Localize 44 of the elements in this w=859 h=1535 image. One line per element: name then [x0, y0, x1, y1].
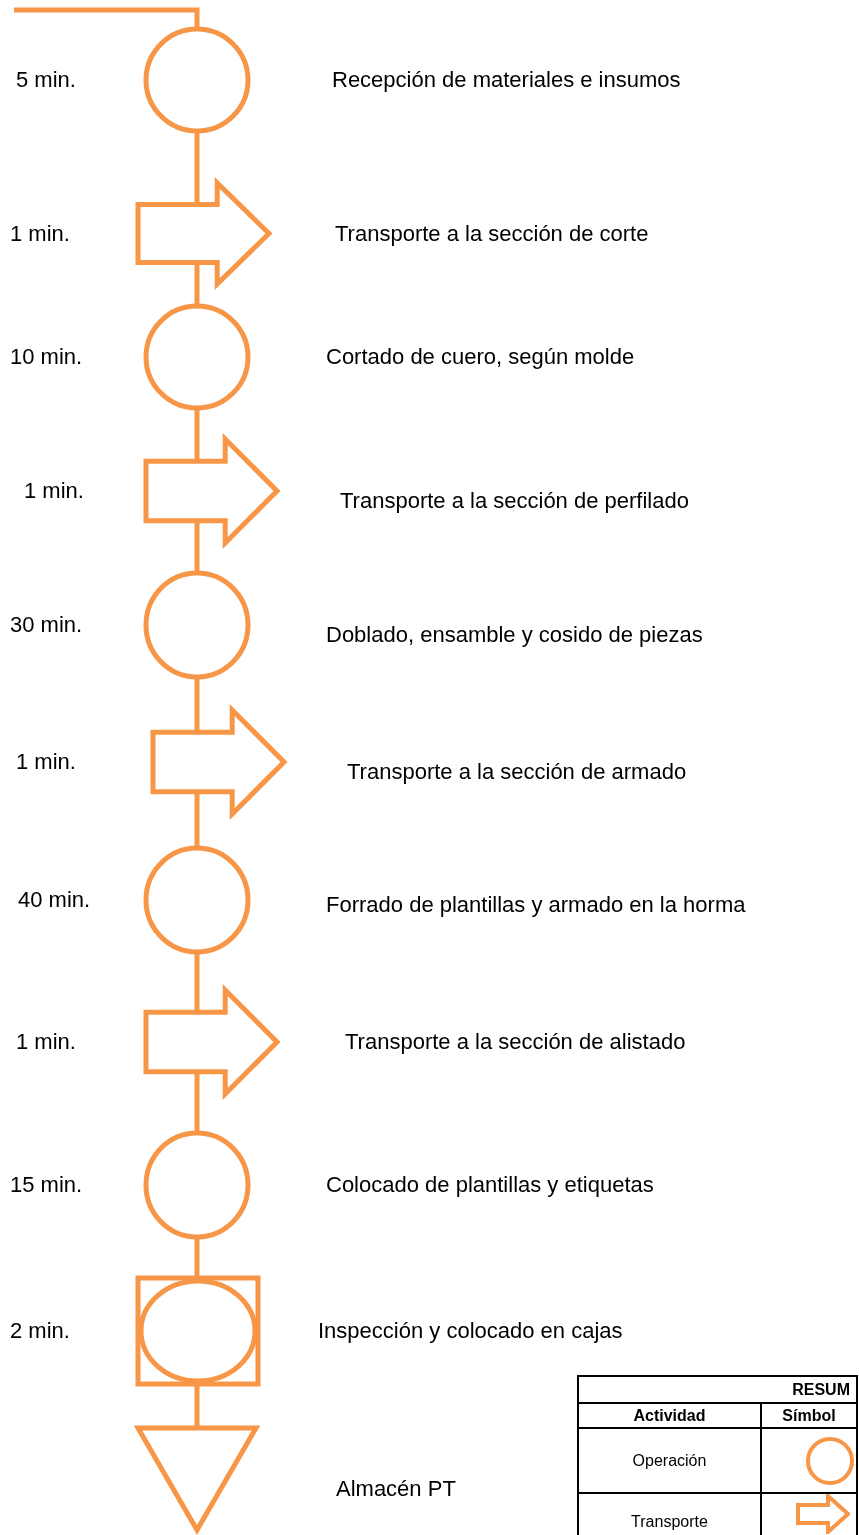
duration-label: 1 min.: [10, 220, 70, 247]
step-description: Cortado de cuero, según molde: [326, 344, 635, 370]
connector-line: [194, 1384, 200, 1428]
duration-label: 1 min.: [24, 478, 84, 504]
step-description: Forrado de plantillas y armado en la horma: [326, 892, 746, 918]
connector-line: [194, 952, 200, 1013]
connector-line: [194, 520, 200, 573]
duration-label: 30 min.: [10, 612, 83, 638]
operation-circle: [143, 303, 251, 411]
connector-line: [194, 408, 200, 462]
transport-symbol: [135, 180, 272, 287]
connector-line: [194, 677, 200, 733]
operation-circle: [143, 1130, 251, 1240]
connector-line: [194, 262, 200, 306]
transport-symbol: [143, 436, 280, 546]
duration-label: 1 min.: [16, 749, 76, 775]
duration-label: 1 min.: [16, 1029, 76, 1055]
step-description: Inspección y colocado en cajas: [318, 1318, 623, 1344]
table-cell: RESUM: [577, 1375, 858, 1404]
step-description: Transporte a la sección de perfilado: [340, 488, 689, 514]
step-description: Doblado, ensamble y cosido de piezas: [326, 622, 703, 648]
step-description: Almacén PT: [336, 1476, 456, 1502]
connector-line: [194, 791, 200, 848]
duration-label: 40 min.: [18, 887, 91, 913]
transport-symbol: [150, 707, 287, 817]
operation-circle: [143, 26, 251, 134]
storage-triangle: [135, 1425, 259, 1533]
step-description: Transporte a la sección de corte: [335, 220, 649, 247]
operation-circle: [143, 570, 251, 680]
connector-line: [194, 1237, 200, 1278]
step-description: Transporte a la sección de armado: [347, 759, 687, 785]
duration-label: 10 min.: [10, 344, 83, 370]
step-description: Colocado de plantillas y etiquetas: [326, 1172, 654, 1198]
step-description: Recepción de materiales e insumos: [332, 67, 681, 93]
connector-line: [194, 1071, 200, 1133]
duration-label: 5 min.: [16, 67, 76, 93]
transport-symbol: [143, 987, 280, 1097]
operation-circle: [143, 845, 251, 955]
duration-label: 15 min.: [10, 1172, 83, 1198]
step-description: Transporte a la sección de alistado: [345, 1029, 686, 1055]
connector-line: [194, 131, 200, 205]
inspection-operation-symbol: [135, 1275, 261, 1387]
connector-line: [14, 7, 200, 29]
duration-label: 2 min.: [10, 1318, 70, 1344]
